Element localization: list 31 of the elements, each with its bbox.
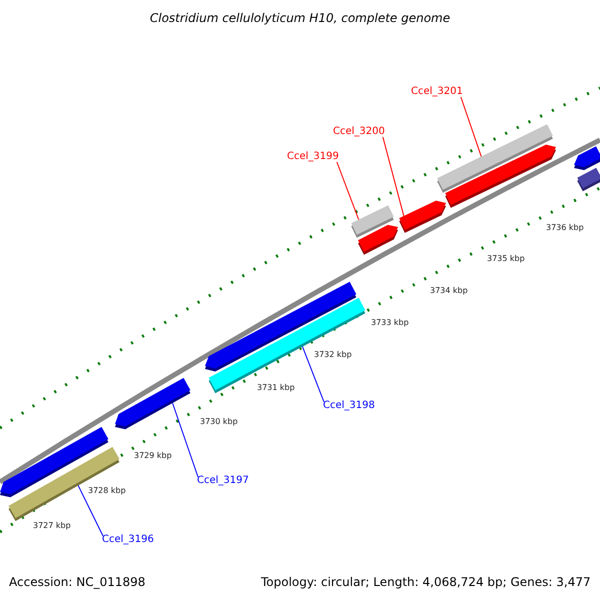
scale-label: 3732 kbp [314, 351, 352, 359]
leader-line [171, 400, 198, 478]
leader-line [301, 344, 324, 402]
leader-line [336, 162, 360, 221]
scale-label: 3733 kbp [371, 319, 409, 327]
scale-label: 3728 kbp [88, 487, 126, 495]
gene-bar [208, 297, 366, 394]
leader-line [460, 96, 482, 158]
gene-feature [358, 224, 398, 255]
gene-label: Ccel_3197 [197, 476, 249, 486]
genome-info-text: Topology: circular; Length: 4,068,724 bp; Genes: 3,477 [261, 576, 591, 588]
gene-label: Ccel_3201 [411, 87, 463, 97]
gene-label: Ccel_3198 [323, 401, 375, 411]
leader-line [382, 136, 405, 218]
gene-label: Ccel_3200 [333, 127, 385, 137]
gene-feature [399, 200, 446, 233]
scale-label: 3736 kbp [546, 224, 584, 232]
leader-line [76, 483, 104, 536]
gene-feature [574, 146, 600, 171]
title: Clostridium cellulolyticum H10, complete genome [148, 12, 452, 24]
scale-label: 3730 kbp [200, 418, 238, 426]
gene-bar [577, 167, 600, 192]
scale-label: 3729 kbp [134, 452, 172, 460]
scale-label: 3734 kbp [430, 287, 468, 295]
scale-label: 3735 kbp [487, 255, 525, 263]
gene-label: Ccel_3196 [102, 535, 154, 545]
gene-feature [445, 144, 556, 208]
gene-label: Ccel_3199 [287, 152, 339, 162]
accession-text: Accession: NC_011898 [9, 576, 146, 588]
scale-label: 3731 kbp [257, 384, 295, 392]
gene-feature [115, 377, 191, 430]
